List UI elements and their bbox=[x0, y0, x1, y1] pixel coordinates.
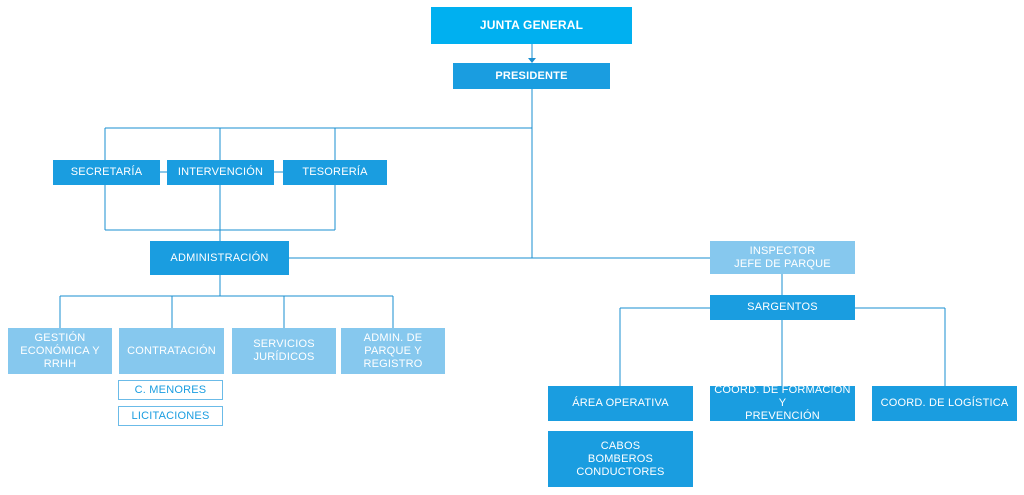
licitaciones-box: LICITACIONES bbox=[118, 406, 223, 426]
contratacion-box: CONTRATACIÓN bbox=[119, 328, 224, 374]
area-operativa-box: ÁREA OPERATIVA bbox=[548, 386, 693, 421]
gestion-economica-box: GESTIÓN ECONÓMICA Y RRHH bbox=[8, 328, 112, 374]
administracion-box: ADMINISTRACIÓN bbox=[150, 241, 289, 275]
admin-parque-box: ADMIN. DE PARQUE Y REGISTRO bbox=[341, 328, 445, 374]
cabos-box: CABOS BOMBEROS CONDUCTORES bbox=[548, 431, 693, 487]
coord-logistica-box: COORD. DE LOGÍSTICA bbox=[872, 386, 1017, 421]
intervencion-box: INTERVENCIÓN bbox=[167, 160, 274, 185]
coord-formacion-box: COORD. DE FORMACIÓN Y PREVENCIÓN bbox=[710, 384, 855, 422]
inspector-box: INSPECTOR JEFE DE PARQUE bbox=[710, 241, 855, 274]
sargentos-box: SARGENTOS bbox=[710, 295, 855, 320]
secretaria-box: SECRETARÍA bbox=[53, 160, 160, 185]
presidente-box: PRESIDENTE bbox=[453, 63, 610, 89]
junta-general-box: JUNTA GENERAL bbox=[431, 7, 632, 44]
tesoreria-box: TESORERÍA bbox=[283, 160, 387, 185]
c-menores-box: C. MENORES bbox=[118, 380, 223, 400]
servicios-juridicos-box: SERVICIOS JURÍDICOS bbox=[232, 328, 336, 374]
